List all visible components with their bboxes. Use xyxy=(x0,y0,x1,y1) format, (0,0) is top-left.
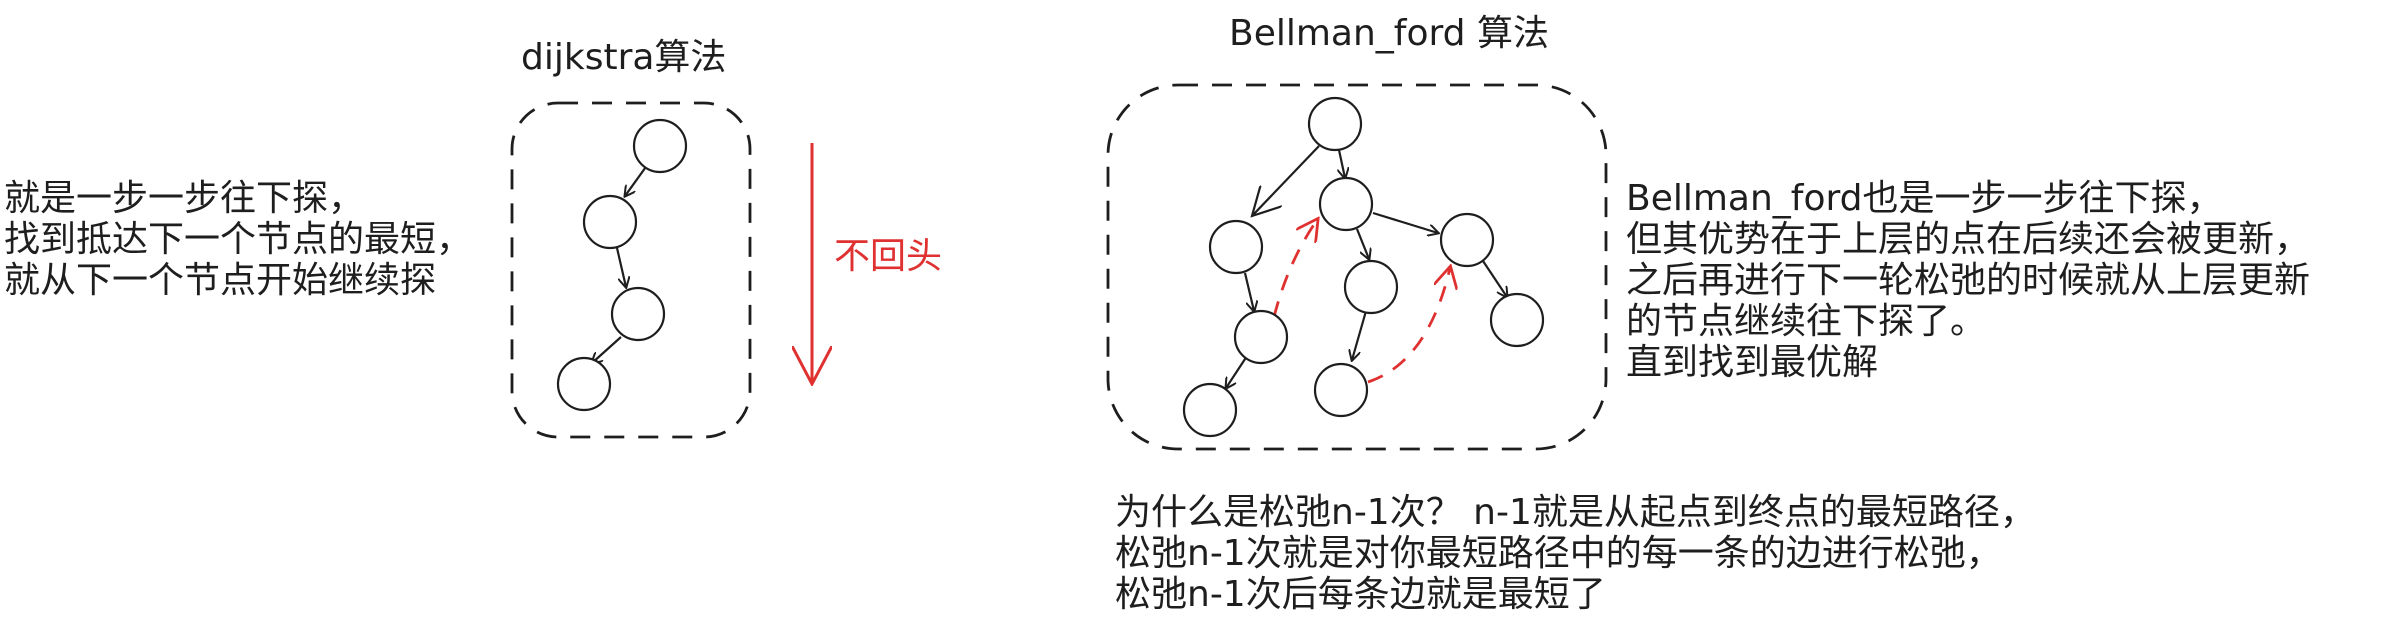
relaxation-explanation: 为什么是松弛n-1次？ n-1就是从起点到终点的最短路径， 松弛n-1次就是对你… xyxy=(1115,492,2036,615)
bellman-ford-edge xyxy=(1243,272,1254,311)
bellman-ford-edge xyxy=(1372,211,1438,233)
relaxation-update-edge xyxy=(1367,268,1450,384)
description-line: 的节点继续往下探了。 xyxy=(1626,301,1987,342)
bellman-ford-node xyxy=(1233,309,1289,365)
description-line: 直到找到最优解 xyxy=(1626,342,1879,383)
bellman-ford-node xyxy=(1318,176,1374,232)
dijkstra-frame xyxy=(510,101,752,439)
bellman-ford-node xyxy=(1182,382,1238,438)
bellman-ford-edge xyxy=(1482,260,1507,297)
description-line: 找到抵达下一个节点的最短， xyxy=(4,219,473,260)
dijkstra-description: 就是一步一步往下探， 找到抵达下一个节点的最短， 就从下一个节点开始继续探 xyxy=(4,178,472,301)
bellman-ford-edge xyxy=(1355,228,1369,259)
bellman-ford-edge xyxy=(1226,355,1248,388)
bellman-ford-node xyxy=(1208,219,1264,275)
bellman-ford-edge xyxy=(1252,145,1320,216)
dijkstra-title: dijkstra算法 xyxy=(521,37,727,78)
description-line: 但其优势在于上层的点在后续还会被更新， xyxy=(1626,219,2311,260)
explanation-line: 松弛n-1次后每条边就是最短了 xyxy=(1115,574,1606,615)
bellman-ford-node xyxy=(1489,292,1545,348)
bellman-ford-frame xyxy=(1106,83,1608,451)
no-going-back-label: 不回头 xyxy=(834,236,943,277)
dijkstra-edge xyxy=(625,163,649,196)
bellman-ford-node xyxy=(1313,362,1369,418)
description-line: Bellman_ford也是一步一步往下探， xyxy=(1626,178,2223,219)
bellman-ford-node xyxy=(1307,96,1363,152)
description-line: 之后再进行下一轮松弛的时候就从上层更新 xyxy=(1626,260,2311,301)
description-line: 就从下一个节点开始继续探 xyxy=(4,260,437,301)
relaxation-update-edge xyxy=(1272,220,1317,318)
bellman-ford-description: Bellman_ford也是一步一步往下探， 但其优势在于上层的点在后续还会被更… xyxy=(1626,178,2310,383)
dijkstra-node xyxy=(582,194,638,250)
bellman-ford-edge xyxy=(1352,310,1368,360)
bellman-ford-title: Bellman_ford 算法 xyxy=(1229,13,1549,54)
dijkstra-node xyxy=(610,286,666,342)
dijkstra-node xyxy=(632,118,688,174)
dijkstra-node xyxy=(556,356,612,412)
bellman-ford-node xyxy=(1439,212,1495,268)
explanation-line: 松弛n-1次就是对你最短路径中的每一条的边进行松弛， xyxy=(1115,533,2002,574)
dijkstra-edge xyxy=(615,247,626,287)
bellman-ford-edge xyxy=(1339,149,1345,178)
explanation-line: 为什么是松弛n-1次？ n-1就是从起点到终点的最短路径， xyxy=(1115,492,2036,533)
dijkstra-edge xyxy=(592,336,622,363)
bellman-ford-node xyxy=(1343,259,1399,315)
description-line: 就是一步一步往下探， xyxy=(4,178,365,219)
